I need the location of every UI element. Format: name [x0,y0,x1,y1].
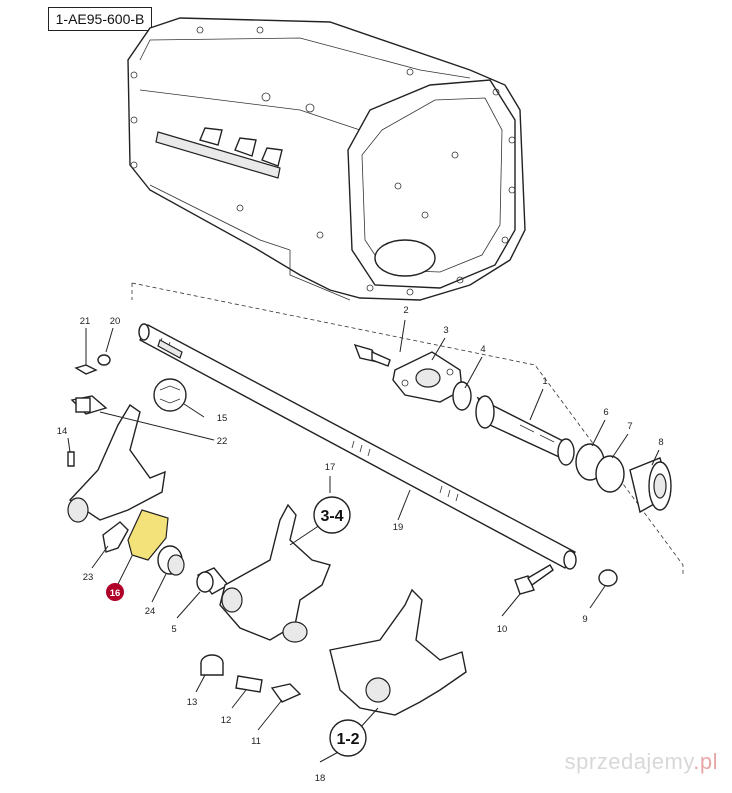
shift-fork-left [67,403,166,523]
callout-8: 8 [658,437,663,448]
spring-part-12 [235,675,263,693]
group-3-4-label: 3-4 [320,508,343,525]
washer-part-20 [97,354,111,366]
watermark: sprzedajemy.pl [565,749,718,775]
sleeve-part-1 [475,395,575,466]
spring-part-14 [67,451,75,467]
callout-23: 23 [83,572,94,583]
group-3-4: 3-4 [313,496,351,534]
bushing-part-9 [598,569,618,587]
shift-fork-1-2 [329,588,467,716]
callout-24: 24 [145,606,156,617]
callout-4: 4 [480,344,485,355]
plug-part-13 [200,654,224,676]
reference-code: 1-AE95-600-B [48,7,152,31]
callout-16-badge [106,583,124,601]
shift-fork-3-4 [219,503,331,643]
callout-6: 6 [603,407,608,418]
bolt-part-2 [353,343,391,367]
highlighted-part-16 [127,509,169,561]
transmission-housing [127,17,526,301]
ring-part-7 [595,455,625,493]
bolt-part-21 [74,364,98,375]
callout-7: 7 [627,421,632,432]
callout-14: 14 [57,426,68,437]
callout-19: 19 [393,522,404,533]
watermark-text: sprzedajemy [564,749,694,774]
callout-18: 18 [315,773,326,784]
callout-21: 21 [80,316,91,327]
bolt-part-10 [514,564,554,595]
callout-11: 11 [251,736,261,747]
bearing-part-8 [629,457,672,514]
callout-2: 2 [403,305,408,316]
callout-3: 3 [443,325,448,336]
bushing-part-5 [196,567,230,595]
clip-part-22 [70,395,108,415]
callout-9: 9 [582,614,587,625]
o-ring-part-4 [452,381,472,411]
callout-12: 12 [221,715,232,726]
callout-10: 10 [497,624,508,635]
leader-lines [67,319,660,763]
callout-1: 1 [542,376,547,387]
group-1-2-label: 1-2 [336,731,359,748]
bushing-part-24 [157,545,185,576]
detail-circle-15 [153,378,187,412]
callout-17: 17 [325,462,336,473]
watermark-suffix: .pl [693,749,718,774]
flange-part-3 [392,351,463,403]
callouts: 1 2 3 4 5 6 7 8 9 10 11 12 13 14 15 16 1… [57,305,664,784]
callout-20: 20 [110,316,121,327]
callout-15: 15 [217,413,228,424]
plunger-part-11 [270,683,302,703]
callout-13: 13 [187,697,198,708]
callout-5: 5 [171,624,176,635]
group-1-2: 1-2 [329,719,367,757]
callout-16: 16 [110,588,121,599]
callout-22: 22 [217,436,228,447]
selector-shaft [138,323,577,570]
